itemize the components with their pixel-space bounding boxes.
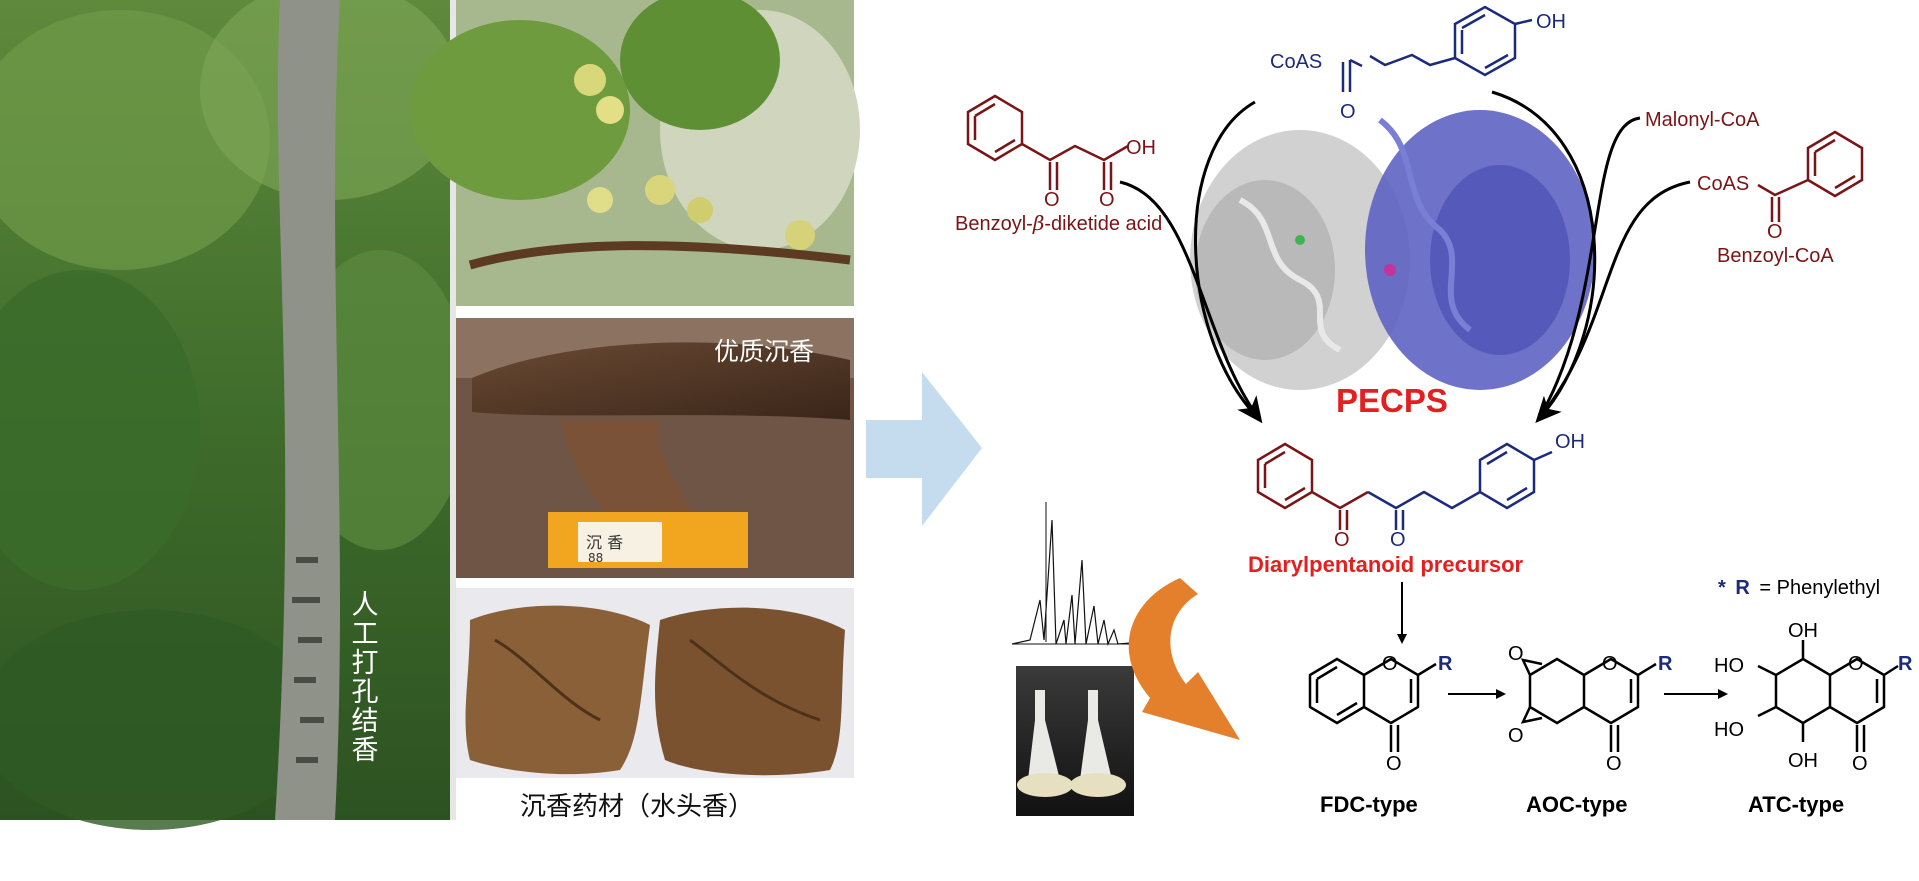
coumaroyl-oh-label: OH	[1536, 11, 1566, 33]
fdc-structure	[1308, 657, 1437, 752]
atc-type-label: ATC-type	[1748, 792, 1844, 817]
atc-r: R	[1898, 653, 1913, 675]
benzoyl-diketide-acid-structure	[966, 94, 1129, 190]
r-group-note: * R = Phenylethyl	[1718, 577, 1880, 599]
wood-label-number: 88	[588, 551, 603, 565]
benzoyl-coa-label: Benzoyl-CoA	[1717, 245, 1834, 267]
tree-photo: 人工打孔结香	[0, 0, 470, 830]
product-oh-label: OH	[1555, 431, 1585, 453]
malonyl-arrow	[1536, 116, 1641, 421]
aoc-epoxide-o2: O	[1508, 725, 1524, 747]
malonyl-coa-label: Malonyl-CoA	[1645, 109, 1760, 131]
atc-keto-o: O	[1852, 753, 1868, 775]
agarwood-photo: 沉 香 88 优质沉香	[456, 318, 854, 578]
coumaroyl-o-label: O	[1340, 101, 1356, 123]
pecps-enzyme-structure	[1190, 110, 1595, 390]
aoc-ring-o: O	[1602, 653, 1618, 675]
top-left-curved-arrow	[1193, 100, 1262, 422]
atc-structure	[1757, 640, 1899, 752]
diketide-oh-label: OH	[1126, 137, 1156, 159]
herbal-material-photo	[456, 588, 854, 778]
benzoyl-diketide-acid-label: Benzoyl-β-diketide acid	[955, 211, 1162, 235]
aoc-keto-o: O	[1606, 753, 1622, 775]
atc-oh-bottom: OH	[1788, 750, 1818, 772]
coumaroyl-substrate	[1341, 5, 1533, 92]
tree-caption: 人工打孔结香	[347, 590, 379, 764]
diketide-o1-label: O	[1044, 189, 1060, 211]
coumaroyl-coas-label: CoAS	[1270, 51, 1322, 73]
herbal-material-caption: 沉香药材（水头香）	[520, 792, 754, 822]
chemistry-scheme: CoAS OH O OH O O Benzoyl-β-diketide acid…	[955, 5, 1913, 817]
benzoyl-coa-o-label: O	[1767, 221, 1783, 243]
pecps-label: PECPS	[1336, 382, 1448, 419]
atc-oh-top: OH	[1788, 620, 1818, 642]
photo-panels: 人工打孔结香 沉 香 88 优质沉香	[0, 0, 860, 830]
diarylpentanoid-structure	[1256, 442, 1553, 530]
atc-ring-o: O	[1848, 653, 1864, 675]
transition-arrow	[866, 372, 982, 526]
diketide-o2-label: O	[1099, 189, 1115, 211]
flower-photo	[410, 0, 860, 306]
product-o2-label: O	[1390, 529, 1406, 551]
flasks-photo	[1016, 666, 1134, 816]
orange-curved-arrow	[1128, 578, 1240, 740]
benzoyl-coa-coas-label: CoAS	[1697, 173, 1749, 195]
aoc-type-label: AOC-type	[1526, 792, 1627, 817]
wood-label: 沉 香	[586, 533, 623, 552]
atc-ho-left-1: HO	[1714, 655, 1744, 677]
left-curved-arrow	[1119, 180, 1263, 424]
photo-divider	[450, 0, 456, 820]
aoc-r: R	[1658, 653, 1673, 675]
fdc-ring-o: O	[1382, 653, 1398, 675]
fdc-keto-o: O	[1386, 753, 1402, 775]
agarwood-caption: 优质沉香	[714, 337, 814, 366]
fdc-type-label: FDC-type	[1320, 792, 1418, 817]
diarylpentanoid-label: Diarylpentanoid precursor	[1248, 552, 1524, 577]
fdc-r: R	[1438, 653, 1453, 675]
benzoyl-coa-arrow	[1536, 180, 1691, 421]
atc-ho-left-2: HO	[1714, 719, 1744, 741]
benzoyl-coa-structure	[1757, 130, 1864, 222]
product-o1-label: O	[1334, 529, 1350, 551]
aoc-structure	[1520, 657, 1657, 752]
chromatogram-thumbnail	[1011, 502, 1145, 647]
aoc-epoxide-o1: O	[1508, 643, 1524, 665]
